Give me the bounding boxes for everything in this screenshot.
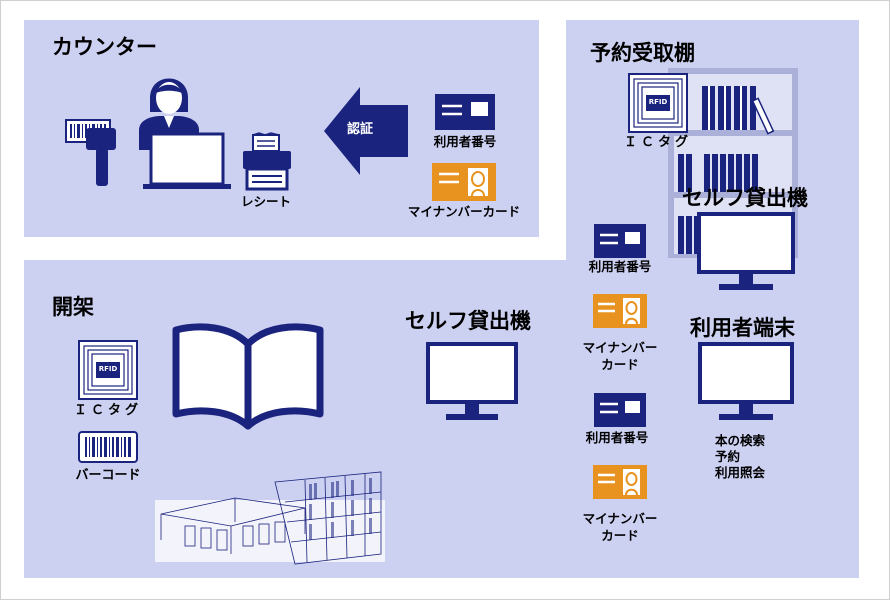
library-interior-illustration <box>155 471 385 565</box>
user-number-label: 利用者番号 <box>433 134 497 149</box>
user-terminal-title: 利用者端末 <box>690 316 795 340</box>
barcode-icon <box>78 431 138 463</box>
barcode-label: バーコード <box>75 468 141 483</box>
barcode-scanner-icon <box>65 119 116 186</box>
open-book-icon <box>172 323 324 430</box>
mynumber-label: マイナンバーカード <box>407 204 521 219</box>
open-stacks-ic-tag-label: ＩＣタグ <box>73 403 142 418</box>
user-card-1-icon <box>594 224 646 258</box>
librarian-icon <box>139 78 231 189</box>
mynumber-1-line2: カード <box>601 357 639 372</box>
mynumber-card-2-icon <box>593 465 647 499</box>
function-usage-inquiry: 利用照会 <box>715 465 766 480</box>
self-checkout-right-title: セルフ貸出機 <box>682 186 808 210</box>
user-card-2-icon <box>594 393 646 427</box>
auth-label: 認証 <box>346 122 373 137</box>
self-checkout-right-monitor-icon <box>697 212 795 290</box>
mynumber-card-icon <box>432 163 496 201</box>
receipt-printer-icon <box>243 132 291 191</box>
function-reserve: 予約 <box>715 449 741 464</box>
open-stacks-title: 開架 <box>52 295 94 319</box>
receipt-label: レシート <box>240 194 291 209</box>
user-terminal-monitor-icon <box>698 342 794 420</box>
mynumber-2-label: マイナンバー カード <box>565 510 675 544</box>
mynumber-card-1-icon <box>593 294 647 328</box>
mynumber-2-line1: マイナンバー <box>582 511 658 526</box>
user-card-icon <box>435 94 495 130</box>
self-checkout-center-title: セルフ貸出機 <box>405 309 531 333</box>
mynumber-1-label: マイナンバー カード <box>565 339 675 373</box>
reserve-shelf-title: 予約受取棚 <box>590 41 695 65</box>
user-number-1-label: 利用者番号 <box>588 259 652 274</box>
mynumber-2-line2: カード <box>601 528 639 543</box>
user-number-2-label: 利用者番号 <box>585 430 649 445</box>
user-terminal-functions: 本の検索 予約 利用照会 <box>715 433 765 481</box>
counter-title: カウンター <box>52 35 157 59</box>
reserve-ic-tag-label: ＩＣタグ <box>623 135 692 150</box>
rfid-tag-icon <box>628 73 688 133</box>
auth-arrow-icon <box>324 87 408 175</box>
self-checkout-center-monitor-icon <box>426 342 518 420</box>
mynumber-1-line1: マイナンバー <box>582 340 658 355</box>
function-book-search: 本の検索 <box>715 433 766 448</box>
open-stacks-rfid-text: RFID <box>98 365 118 373</box>
rfid-text: RFID <box>648 98 668 106</box>
open-stacks-rfid-tag-icon <box>78 340 138 400</box>
